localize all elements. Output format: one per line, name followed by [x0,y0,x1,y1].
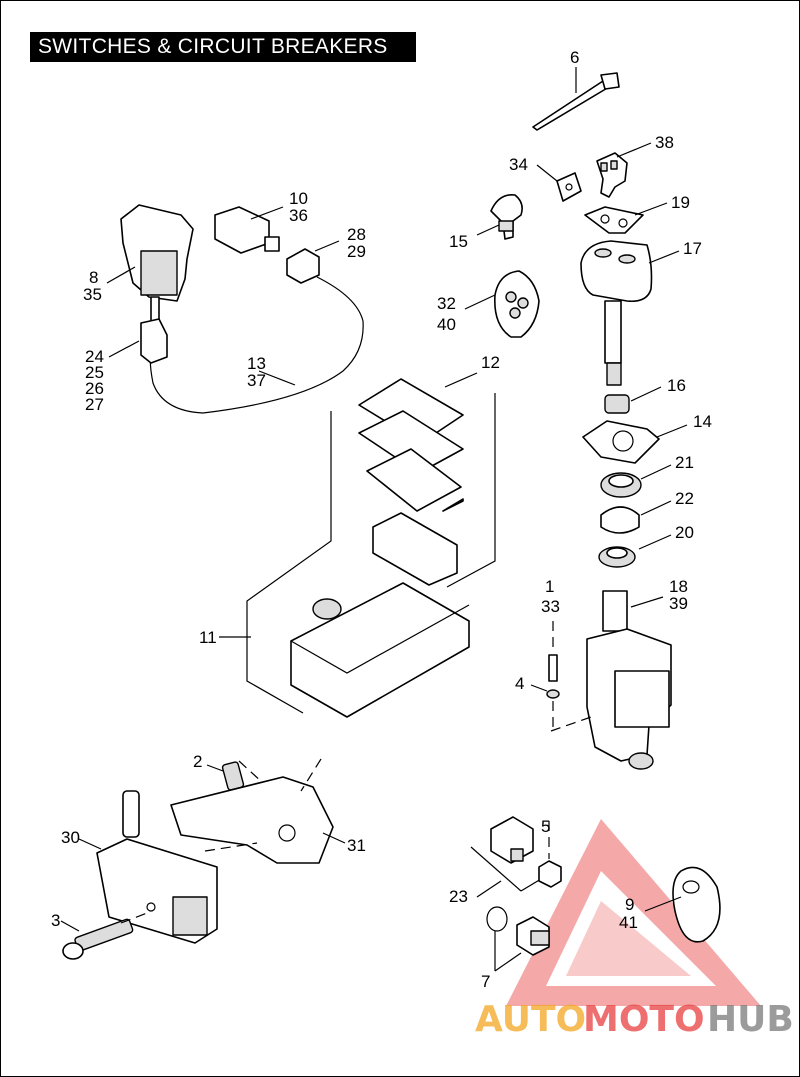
watermark-hub: HUB [707,999,794,1040]
callout-31: 31 [347,836,366,855]
part-ring-20 [598,546,636,568]
callout-20: 20 [675,523,694,542]
callout-15: 15 [449,232,468,251]
callout-8: 8 [89,268,98,287]
callout-34: 34 [509,155,528,174]
part-plug-5 [538,821,562,888]
callout-29: 29 [347,242,366,261]
part-ring-22 [600,506,640,534]
callout-2: 2 [193,752,202,771]
watermark-moto: MOTO [583,999,705,1040]
part-plate-14 [582,420,660,464]
callout-36: 36 [289,206,308,225]
callout-22: 22 [675,489,694,508]
leader-lines [60,67,688,972]
part-cable-tie [532,72,620,131]
watermark-text: AUTO MOTO HUB [475,999,794,1040]
callout-10: 10 [289,189,308,208]
part-switch-8 [120,204,194,364]
callout-9: 9 [625,895,634,914]
part-tray-11 [290,582,470,718]
callout-38: 38 [655,133,674,152]
part-bolt-3 [62,912,148,960]
callout-18: 18 [669,577,688,596]
callouts: 6 38 34 19 15 17 10 36 28 29 8 35 32 40 … [51,48,712,991]
callout-23: 23 [449,887,468,906]
part-clip-34 [556,172,582,202]
callout-40: 40 [437,315,456,334]
part-module-12 [246,378,496,714]
part-switch-body-18 [586,590,672,770]
part-switch-23 [470,816,562,892]
callout-28: 28 [347,225,366,244]
callout-16: 16 [667,376,686,395]
callout-14: 14 [693,412,712,431]
callout-3: 3 [51,911,60,930]
callout-27: 27 [85,395,104,414]
part-ring-21 [600,472,642,498]
callout-19: 19 [671,193,690,212]
watermark-logo [506,819,761,1006]
callout-33: 33 [541,597,560,616]
callout-12: 12 [481,353,500,372]
callout-30: 30 [61,828,80,847]
callout-11: 11 [199,628,217,647]
callout-41: 41 [619,913,638,932]
part-key-38 [596,152,628,198]
part-15 [490,194,523,240]
part-switch-7 [486,906,550,956]
callout-17: 17 [683,239,702,258]
part-block-30 [96,790,218,944]
part-key-fob-9 [672,866,721,943]
callout-26: 26 [85,379,104,398]
callout-32: 32 [437,294,456,313]
part-connector-10 [214,206,280,254]
callout-13: 13 [247,354,266,373]
callout-25: 25 [85,363,104,382]
title-text: SWITCHES & CIRCUIT BREAKERS [38,35,388,58]
watermark-auto: AUTO [475,999,586,1040]
part-harness-13 [149,248,364,414]
callout-24: 24 [85,347,104,366]
callout-1: 1 [545,577,554,596]
part-spring-16 [604,394,630,414]
callout-39: 39 [669,594,688,613]
callout-7: 7 [481,972,490,991]
callout-5: 5 [541,817,550,836]
part-plate-19 [584,206,644,234]
callout-35: 35 [83,285,102,304]
part-switch-cover-17 [580,240,653,386]
callout-37: 37 [247,371,266,390]
callout-6: 6 [570,48,579,67]
callout-21: 21 [675,453,694,472]
part-key-fob-32 [494,270,540,338]
part-bracket-31 [170,758,334,864]
part-screw-1 [546,621,592,732]
callout-4: 4 [515,674,524,693]
page-title: SWITCHES & CIRCUIT BREAKERS [30,32,416,62]
